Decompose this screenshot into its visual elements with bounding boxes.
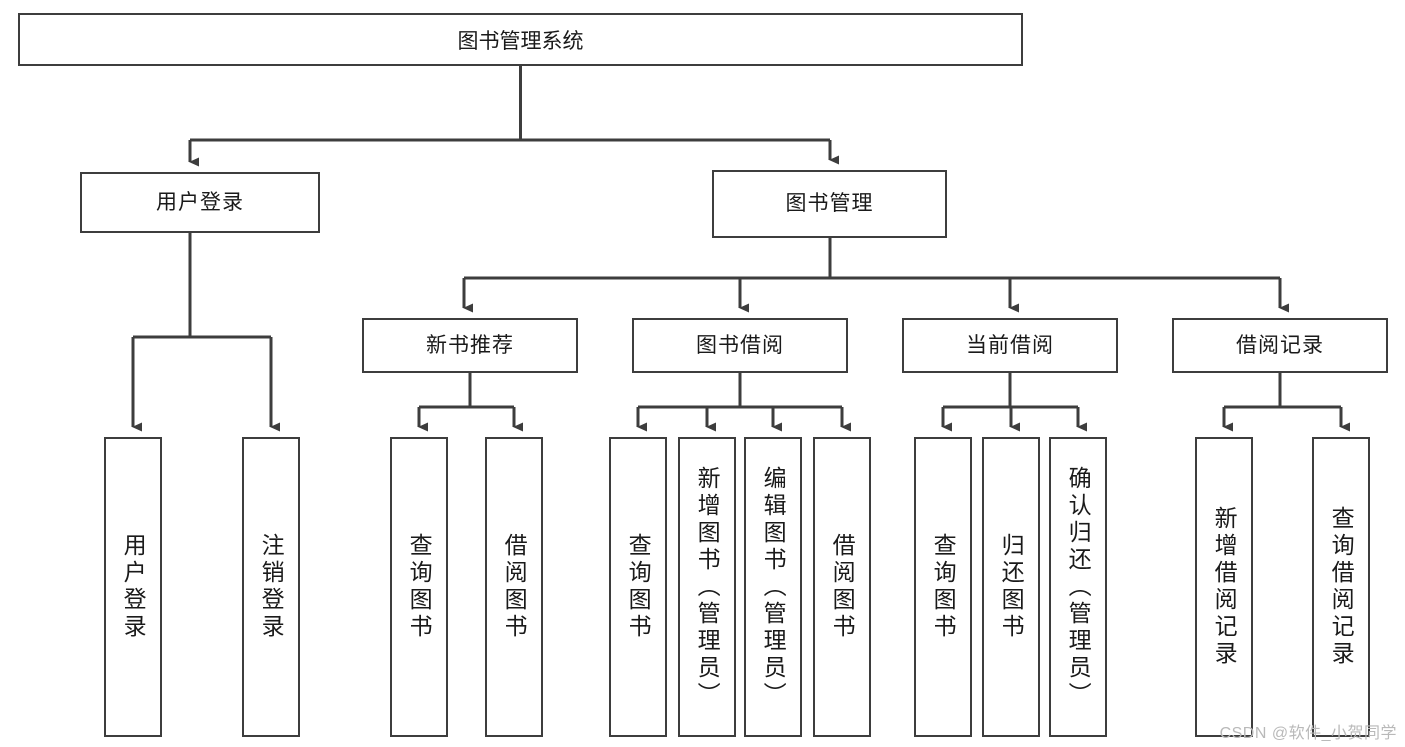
- node-leaf-return-book-label: 归还图书: [998, 533, 1025, 641]
- node-leaf-borrow-book-1[interactable]: 借阅图书: [485, 437, 543, 737]
- node-leaf-borrow-book-1-label: 借阅图书: [501, 533, 528, 641]
- node-leaf-logout-label: 注销登录: [258, 533, 285, 641]
- node-leaf-user-login[interactable]: 用户登录: [104, 437, 162, 737]
- node-leaf-add-record[interactable]: 新增借阅记录: [1195, 437, 1253, 737]
- node-leaf-add-book[interactable]: 新增图书（管理员）: [678, 437, 736, 737]
- node-leaf-query-book-3-label: 查询图书: [930, 533, 957, 641]
- node-leaf-add-book-label: 新增图书（管理员）: [694, 465, 721, 709]
- node-leaf-borrow-book-2-label: 借阅图书: [829, 533, 856, 641]
- node-borrow-record[interactable]: 借阅记录: [1172, 318, 1388, 373]
- node-leaf-query-book-2[interactable]: 查询图书: [609, 437, 667, 737]
- node-root[interactable]: 图书管理系统: [18, 13, 1023, 66]
- node-current-borrow-label: 当前借阅: [966, 333, 1054, 357]
- node-leaf-query-record[interactable]: 查询借阅记录: [1312, 437, 1370, 737]
- node-new-book-rec[interactable]: 新书推荐: [362, 318, 578, 373]
- watermark: CSDN @软件_小贺同学: [1219, 725, 1397, 742]
- node-leaf-add-record-label: 新增借阅记录: [1211, 506, 1238, 668]
- node-book-borrow-label: 图书借阅: [696, 333, 784, 357]
- node-leaf-query-book-1[interactable]: 查询图书: [390, 437, 448, 737]
- node-leaf-query-record-label: 查询借阅记录: [1328, 506, 1355, 668]
- node-book-manage-label: 图书管理: [785, 192, 874, 216]
- node-leaf-query-book-3[interactable]: 查询图书: [914, 437, 972, 737]
- node-user-login[interactable]: 用户登录: [80, 172, 320, 233]
- node-root-label: 图书管理系统: [457, 29, 584, 53]
- node-leaf-query-book-2-label: 查询图书: [625, 533, 652, 641]
- node-leaf-logout[interactable]: 注销登录: [242, 437, 300, 737]
- node-leaf-borrow-book-2[interactable]: 借阅图书: [813, 437, 871, 737]
- node-leaf-query-book-1-label: 查询图书: [406, 533, 433, 641]
- node-borrow-record-label: 借阅记录: [1236, 333, 1324, 357]
- node-book-manage[interactable]: 图书管理: [712, 170, 947, 238]
- node-leaf-edit-book-label: 编辑图书（管理员）: [760, 465, 787, 709]
- node-new-book-rec-label: 新书推荐: [426, 333, 514, 357]
- node-current-borrow[interactable]: 当前借阅: [902, 318, 1118, 373]
- node-leaf-user-login-label: 用户登录: [120, 533, 147, 641]
- node-leaf-return-book[interactable]: 归还图书: [982, 437, 1040, 737]
- node-book-borrow[interactable]: 图书借阅: [632, 318, 848, 373]
- node-leaf-confirm-return-label: 确认归还（管理员）: [1065, 465, 1092, 709]
- node-user-login-label: 用户登录: [156, 190, 244, 214]
- node-leaf-confirm-return[interactable]: 确认归还（管理员）: [1049, 437, 1107, 737]
- node-leaf-edit-book[interactable]: 编辑图书（管理员）: [744, 437, 802, 737]
